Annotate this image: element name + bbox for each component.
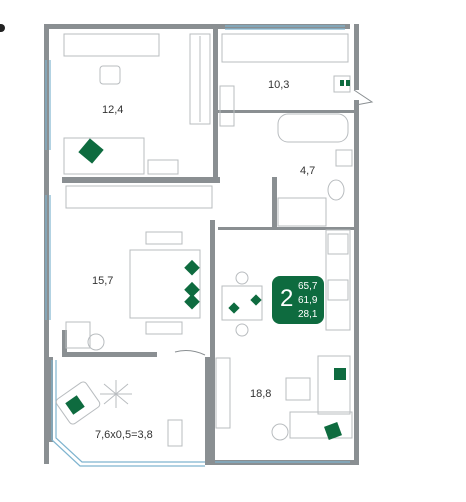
washer-icon — [277, 197, 327, 227]
door-swing — [353, 89, 374, 106]
toilet-wc-icon — [327, 179, 345, 201]
wall-kitchen-top — [218, 227, 354, 230]
rooms-count: 2 — [280, 285, 294, 312]
wall-top — [44, 24, 350, 29]
stove-icon — [327, 233, 349, 255]
double-bed-icon — [129, 249, 201, 319]
nightstand-icon — [147, 159, 179, 175]
plant-icon — [219, 85, 235, 127]
wall-right-upper — [354, 24, 359, 90]
balcony-wall-left — [48, 357, 53, 442]
door-swing-balcony — [174, 350, 206, 356]
chair-icon — [99, 65, 121, 85]
furniture — [55, 33, 353, 447]
room-label-wc: 4,7 — [300, 165, 316, 177]
accents — [65, 80, 350, 440]
bike-icon — [167, 419, 183, 447]
headboard-icon — [145, 231, 183, 245]
edge-marker — [0, 24, 5, 32]
room-label-living-room: 15,7 — [92, 275, 114, 287]
hob-icon — [327, 279, 349, 301]
apartment-info-badge: 2 65,7 61,9 28,1 — [272, 276, 324, 324]
desk-icon — [63, 33, 160, 57]
wall-bedroom-bath — [213, 29, 218, 177]
room-label-kitchen: 18,8 — [250, 388, 272, 400]
bed-icon — [63, 137, 145, 175]
living-area: 61,9 — [298, 295, 318, 306]
lamp-icon — [271, 423, 289, 441]
wall-living-balcony — [62, 352, 157, 357]
wall-living-left-stub — [62, 330, 67, 357]
tv-unit-icon — [215, 357, 231, 429]
coffee-table-icon — [285, 377, 311, 401]
room-label-bedroom: 12,4 — [102, 104, 124, 116]
windows — [45, 25, 350, 467]
wardrobe-bath-icon — [221, 33, 349, 63]
kitchen-counter-icon — [325, 229, 351, 331]
chandelier-icon — [100, 380, 132, 408]
bathtub-icon — [277, 113, 349, 143]
round-table-icon — [87, 333, 105, 351]
rooms-area: 28,1 — [298, 309, 318, 320]
walls — [44, 24, 359, 465]
balcony-wall-right — [205, 357, 210, 465]
wall-wc-kitchen — [272, 177, 277, 227]
wardrobe-living-icon — [65, 185, 213, 209]
sofa-bottom-icon — [289, 411, 353, 439]
wall-bedroom-living — [62, 177, 220, 183]
total-area: 65,7 — [298, 281, 318, 292]
wall-living-kitchen — [210, 220, 215, 465]
wall-bath-wc — [218, 110, 354, 113]
sink-icon — [335, 149, 353, 167]
room-label-bathroom: 10,3 — [268, 79, 290, 91]
wall-right-lower — [354, 100, 359, 465]
pillow-icon — [78, 138, 104, 164]
armchair-icon — [55, 381, 101, 425]
sofa-icon — [317, 355, 351, 415]
bench-icon — [145, 321, 183, 335]
wardrobe-icon — [189, 33, 211, 125]
cabinet-icon — [65, 321, 91, 349]
table-icon — [221, 285, 263, 321]
room-label-balcony: 7,6x0,5=3,8 — [95, 429, 153, 441]
